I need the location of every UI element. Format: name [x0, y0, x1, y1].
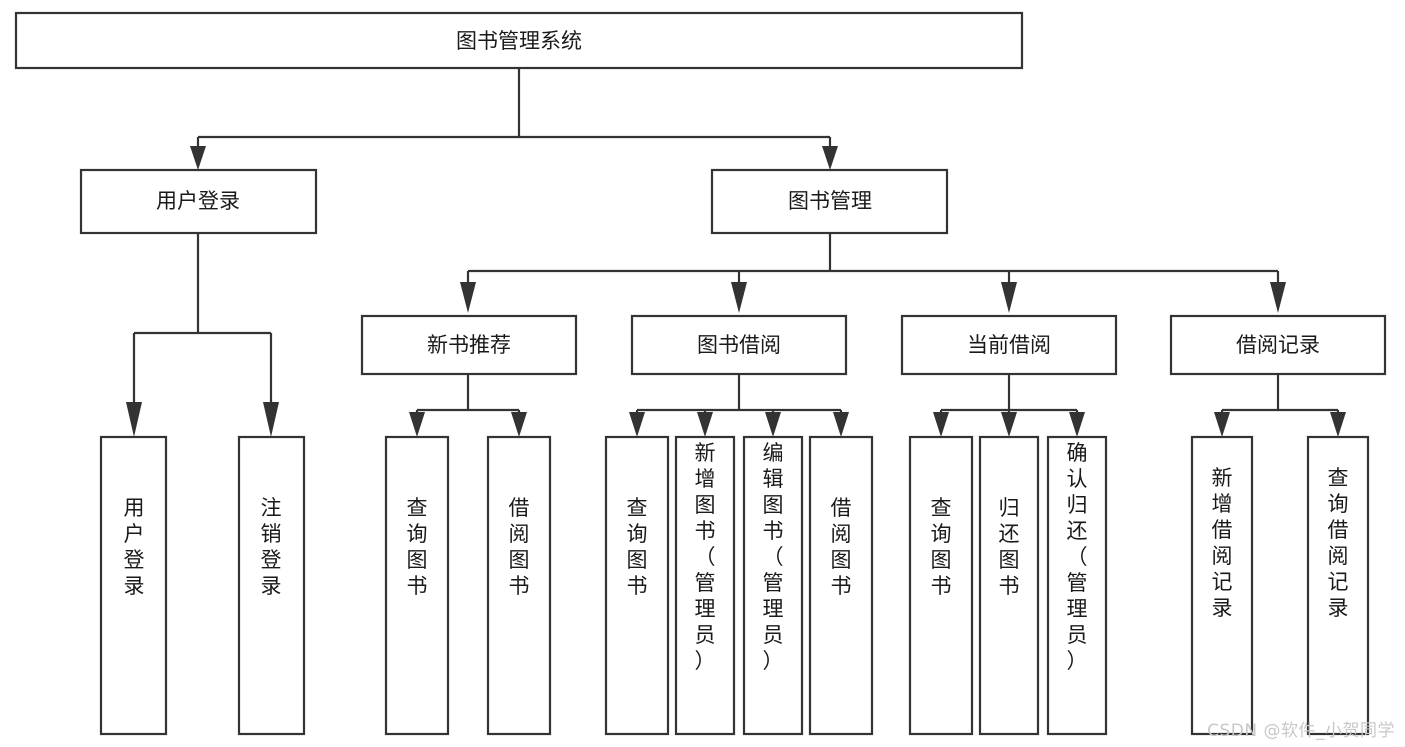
leaf-add-book-admin[interactable]: 新增图书（管理员） — [674, 435, 736, 736]
arrowhead-new-book — [460, 282, 476, 313]
leaf-query-book-nb-box[interactable] — [384, 435, 450, 736]
leaf-add-borrow-record[interactable]: 新增借阅记录 — [1190, 435, 1254, 736]
node-book-borrow-label: 图书借阅 — [697, 333, 781, 357]
leaf-query-book-bb-box[interactable] — [604, 435, 670, 736]
node-borrow-record[interactable]: 借阅记录 — [1169, 314, 1387, 376]
node-borrow-record-label: 借阅记录 — [1236, 333, 1320, 357]
node-root-box[interactable] — [14, 11, 1024, 70]
arrowhead-nb-leaf-1 — [409, 412, 425, 437]
leaf-borrow-book-nb-box[interactable] — [486, 435, 552, 736]
leaf-add-borrow-record-label: 新增借阅记录 — [1212, 466, 1233, 620]
leaf-add-book-admin-label: 新增图书（管理员） — [695, 441, 716, 673]
leaf-confirm-return-admin-label: 确认归还（管理员） — [1067, 441, 1088, 673]
edges-layer — [126, 68, 1346, 437]
arrowhead-current-borrow — [1001, 282, 1017, 313]
leaf-add-book-admin-box[interactable] — [674, 435, 736, 736]
leaf-return-book-label: 归还图书 — [999, 496, 1020, 598]
arrowhead-bb-leaf-4 — [833, 412, 849, 437]
arrowhead-leaf-logout — [263, 402, 279, 437]
arrowhead-book-borrow — [731, 282, 747, 313]
leaf-user-login-box[interactable] — [99, 435, 168, 736]
node-new-book-recommend-label: 新书推荐 — [427, 333, 511, 357]
node-root-label: 图书管理系统 — [456, 29, 582, 53]
node-book-management[interactable]: 图书管理 — [710, 168, 949, 235]
leaf-query-book-bb-label: 查询图书 — [627, 496, 648, 598]
leaf-borrow-book-bb[interactable]: 借阅图书 — [808, 435, 874, 736]
node-current-borrow[interactable]: 当前借阅 — [900, 314, 1118, 376]
node-current-borrow-label: 当前借阅 — [967, 333, 1051, 357]
node-book-borrow[interactable]: 图书借阅 — [630, 314, 848, 376]
arrowhead-bb-leaf-3 — [765, 412, 781, 437]
node-new-book-recommend-box[interactable] — [360, 314, 578, 376]
leaf-query-borrow-record-label: 查询借阅记录 — [1328, 466, 1349, 620]
leaf-return-book[interactable]: 归还图书 — [978, 435, 1040, 736]
leaf-query-book-cb[interactable]: 查询图书 — [908, 435, 974, 736]
node-borrow-record-box[interactable] — [1169, 314, 1387, 376]
leaf-query-borrow-record[interactable]: 查询借阅记录 — [1306, 435, 1370, 736]
arrowhead-bb-leaf-1 — [629, 412, 645, 437]
arrowhead-nb-leaf-2 — [511, 412, 527, 437]
arrowhead-bb-leaf-2 — [697, 412, 713, 437]
leaf-edit-book-admin[interactable]: 编辑图书（管理员） — [742, 435, 804, 736]
node-current-borrow-box[interactable] — [900, 314, 1118, 376]
leaf-logout[interactable]: 注销登录 — [237, 435, 306, 736]
leaf-query-book-bb[interactable]: 查询图书 — [604, 435, 670, 736]
leaf-return-book-box[interactable] — [978, 435, 1040, 736]
node-book-management-label: 图书管理 — [788, 189, 872, 213]
arrowhead-user-login — [190, 146, 206, 170]
leaf-confirm-return-admin-box[interactable] — [1046, 435, 1108, 736]
leaf-borrow-book-bb-label: 借阅图书 — [831, 496, 852, 598]
node-user-login-label: 用户登录 — [156, 189, 240, 213]
arrowhead-cb-leaf-3 — [1069, 412, 1085, 437]
leaf-borrow-book-nb[interactable]: 借阅图书 — [486, 435, 552, 736]
leaf-borrow-book-nb-label: 借阅图书 — [509, 496, 530, 598]
leaf-logout-label: 注销登录 — [261, 496, 282, 598]
node-user-login[interactable]: 用户登录 — [79, 168, 318, 235]
node-user-login-box[interactable] — [79, 168, 318, 235]
leaf-query-borrow-record-box[interactable] — [1306, 435, 1370, 736]
leaf-query-book-cb-label: 查询图书 — [931, 496, 952, 598]
arrowhead-book-mgmt — [822, 146, 838, 170]
leaf-query-book-cb-box[interactable] — [908, 435, 974, 736]
arrowhead-br-leaf-1 — [1214, 412, 1230, 437]
leaf-logout-box[interactable] — [237, 435, 306, 736]
arrowhead-cb-leaf-1 — [933, 412, 949, 437]
node-new-book-recommend[interactable]: 新书推荐 — [360, 314, 578, 376]
arrowhead-leaf-user-login — [126, 402, 142, 437]
leaf-edit-book-admin-box[interactable] — [742, 435, 804, 736]
arrowhead-borrow-record — [1270, 282, 1286, 313]
arrowhead-cb-leaf-2 — [1001, 412, 1017, 437]
leaf-user-login-label: 用户登录 — [124, 496, 145, 598]
leaf-query-book-nb[interactable]: 查询图书 — [384, 435, 450, 736]
leaf-borrow-book-bb-box[interactable] — [808, 435, 874, 736]
leaf-confirm-return-admin[interactable]: 确认归还（管理员） — [1046, 435, 1108, 736]
leaf-query-book-nb-label: 查询图书 — [407, 496, 428, 598]
node-book-management-box[interactable] — [710, 168, 949, 235]
leaf-user-login[interactable]: 用户登录 — [99, 435, 168, 736]
arrowhead-br-leaf-2 — [1330, 412, 1346, 437]
leaf-edit-book-admin-label: 编辑图书（管理员） — [763, 441, 784, 673]
node-root[interactable]: 图书管理系统 — [14, 11, 1024, 70]
leaf-add-borrow-record-box[interactable] — [1190, 435, 1254, 736]
node-book-borrow-box[interactable] — [630, 314, 848, 376]
